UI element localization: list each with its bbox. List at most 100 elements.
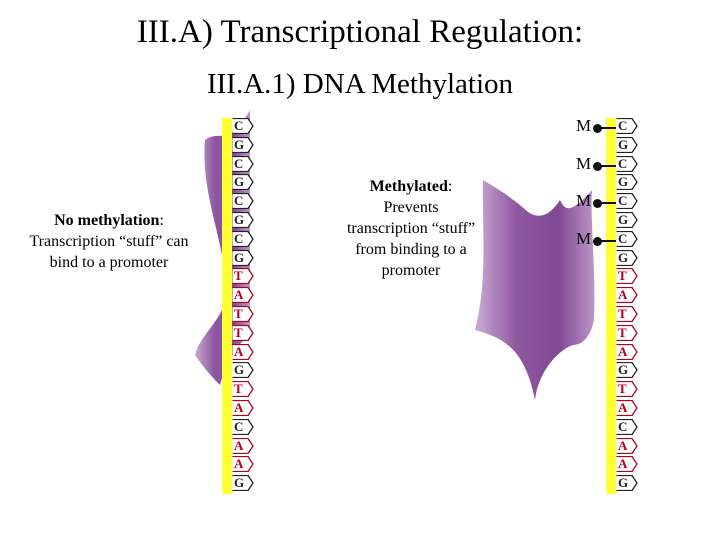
dna-base-letter: G — [618, 174, 629, 190]
dna-base: C — [232, 155, 254, 172]
dna-base-letter: A — [618, 343, 628, 359]
dna-base-letter: C — [234, 230, 244, 246]
no-methylation-text: : Transcription “stuff” can bind to a pr… — [29, 212, 189, 271]
methyl-dot-icon — [593, 161, 602, 171]
left-dna-strand — [222, 118, 232, 494]
dna-base: C — [232, 193, 254, 210]
dna-base: C — [616, 193, 638, 210]
dna-base: A — [616, 400, 638, 416]
dna-base-letter: G — [618, 475, 629, 491]
dna-base-letter: G — [618, 136, 629, 152]
dna-base-letter: G — [234, 174, 245, 190]
methyl-dot-icon — [593, 236, 602, 246]
dna-base: A — [616, 287, 638, 304]
dna-base-letter: G — [618, 362, 629, 378]
dna-base-letter: C — [618, 230, 628, 246]
dna-base: G — [616, 212, 638, 228]
right-protein-shape — [475, 180, 595, 400]
methyl-dot-icon — [593, 199, 602, 209]
dna-base-letter: A — [618, 437, 628, 453]
dna-base: G — [616, 249, 638, 266]
dna-base: T — [232, 324, 254, 341]
dna-base: G — [616, 475, 638, 492]
dna-base-letter: C — [234, 155, 244, 171]
methylated-text: : Prevents transcription “stuff” from bi… — [346, 178, 476, 279]
dna-base-letter: A — [234, 343, 244, 359]
dna-base: C — [616, 155, 638, 172]
dna-base-letter: A — [234, 456, 244, 472]
dna-base-letter: G — [234, 362, 245, 378]
dna-base-letter: T — [234, 381, 243, 397]
methyl-label: M — [576, 116, 592, 135]
dna-base: G — [232, 136, 254, 153]
dna-base: A — [616, 437, 638, 454]
dna-base: C — [232, 230, 254, 247]
methyl-label: M — [576, 153, 592, 173]
dna-base-letter: T — [618, 306, 627, 321]
dna-base: A — [232, 287, 254, 304]
dna-base-letter: T — [234, 324, 243, 340]
dna-base: G — [232, 249, 254, 266]
dna-base: T — [616, 324, 638, 341]
dna-base: G — [616, 136, 638, 153]
methyl-bond — [600, 164, 616, 167]
right-dna-strand — [606, 118, 616, 494]
methylated-caption: Methylated: Prevents transcription “stuf… — [346, 176, 476, 281]
dna-base: C — [616, 230, 638, 247]
methyl-bond — [600, 239, 616, 242]
dna-base: C — [616, 118, 638, 134]
methyl-label: M — [576, 191, 592, 211]
dna-base: T — [232, 381, 254, 398]
dna-base-letter: G — [234, 136, 245, 152]
dna-base: C — [232, 118, 254, 134]
methyl-dot-icon — [593, 124, 602, 133]
dna-base-letter: C — [234, 193, 244, 209]
dna-base: T — [616, 306, 638, 322]
dna-base: A — [616, 456, 638, 473]
dna-base-letter: A — [618, 287, 628, 303]
dna-base-letter: C — [618, 118, 628, 133]
dna-base-letter: A — [234, 437, 244, 453]
dna-base: T — [232, 306, 254, 322]
page-subtitle: III.A.1) DNA Methylation — [206, 68, 514, 100]
dna-base-letter: C — [234, 118, 244, 133]
dna-base-letter: A — [618, 456, 628, 472]
no-methylation-caption: No methylation: Transcription “stuff” ca… — [20, 210, 198, 273]
dna-base-letter: T — [234, 268, 243, 284]
dna-base-letter: C — [618, 155, 628, 171]
dna-base-letter: G — [618, 249, 629, 265]
page-title: III.A) Transcriptional Regulation: — [136, 14, 584, 50]
dna-base: G — [616, 362, 638, 379]
dna-base-letter: A — [234, 400, 244, 415]
methyl-label: M — [576, 228, 592, 248]
methylated-label: Methylated — [369, 178, 448, 195]
dna-base: A — [232, 437, 254, 454]
dna-base: G — [232, 174, 254, 191]
dna-base-letter: G — [234, 475, 245, 491]
dna-base: G — [232, 362, 254, 379]
dna-base-letter: C — [234, 418, 244, 434]
dna-base-letter: T — [618, 324, 627, 340]
dna-base-letter: G — [234, 212, 245, 227]
dna-base-letter: T — [618, 381, 627, 397]
dna-base-letter: G — [234, 249, 245, 265]
dna-base: T — [616, 381, 638, 398]
dna-base: A — [232, 400, 254, 416]
dna-base-letter: A — [618, 400, 628, 415]
dna-base: C — [232, 418, 254, 435]
dna-base-letter: C — [618, 418, 628, 434]
dna-base-letter: C — [618, 193, 628, 209]
dna-base: A — [232, 343, 254, 360]
dna-base-letter: T — [234, 306, 243, 321]
dna-base-letter: G — [618, 212, 629, 227]
methyl-bond — [600, 127, 616, 129]
dna-base: G — [232, 212, 254, 228]
methyl-bond — [600, 202, 616, 205]
dna-base: A — [616, 343, 638, 360]
dna-base-letter: A — [234, 287, 244, 303]
dna-base: G — [616, 174, 638, 191]
dna-base: C — [616, 418, 638, 435]
no-methylation-label: No methylation — [54, 212, 160, 229]
dna-base: T — [232, 268, 254, 285]
dna-base: G — [232, 475, 254, 492]
